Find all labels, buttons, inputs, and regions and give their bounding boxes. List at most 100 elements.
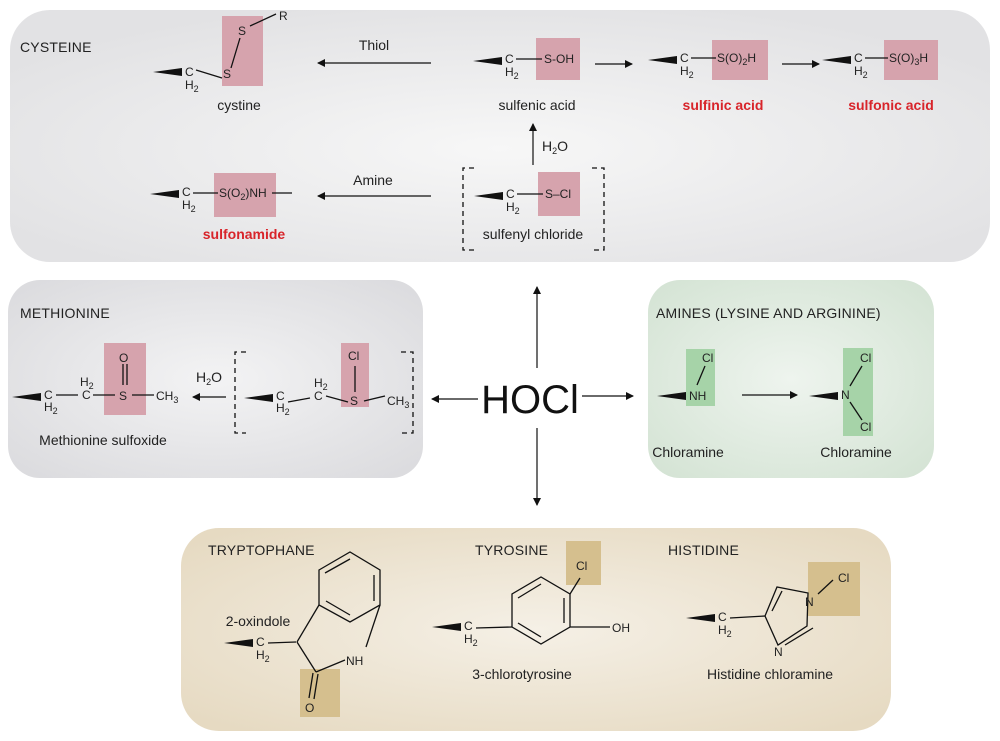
cystine-structure: C H2 S S R — [153, 9, 288, 94]
svg-text:Cl: Cl — [838, 571, 849, 585]
svg-text:H2: H2 — [680, 64, 694, 80]
sulfenic-acid-label: sulfenic acid — [498, 97, 575, 113]
sulfonamide-structure: C H2 S(O2)NH — [150, 173, 292, 217]
histidine-chloramine-structure: N N Cl C H2 — [686, 562, 860, 659]
oxindole-label: 2-oxindole — [226, 613, 291, 629]
sulfonic-acid-structure: C H2 S(O)3H — [822, 40, 938, 80]
svg-text:C: C — [718, 610, 727, 624]
cystine-highlight — [222, 16, 263, 86]
chlorotyrosine-highlight — [566, 541, 601, 585]
sulfinic-acid-label: sulfinic acid — [683, 97, 764, 113]
svg-text:H2: H2 — [854, 64, 868, 80]
wedge-bond — [809, 392, 838, 400]
wedge-bond — [686, 614, 715, 622]
svg-text:H2: H2 — [185, 78, 199, 94]
svg-text:O: O — [119, 351, 128, 365]
sulfoxide-highlight — [104, 343, 146, 415]
svg-text:OH: OH — [612, 621, 630, 635]
svg-text:S: S — [350, 394, 358, 408]
wedge-bond — [474, 192, 503, 200]
methionine-sulfoxide-structure: C H2 H2 C S O CH3 — [12, 343, 178, 416]
svg-text:C: C — [854, 51, 863, 65]
sulfonic-acid-label: sulfonic acid — [848, 97, 934, 113]
amine-label: Amine — [353, 172, 393, 188]
svg-text:C: C — [44, 388, 53, 402]
chlorotyrosine-label: 3-chlorotyrosine — [472, 666, 572, 682]
svg-text:C: C — [82, 388, 91, 402]
svg-text:H2: H2 — [182, 198, 196, 214]
oxindole-structure: NH O C H2 — [224, 551, 381, 717]
sulfenyl-chloride-label: sulfenyl chloride — [483, 226, 584, 242]
svg-text:H2: H2 — [506, 200, 520, 216]
monochloramine-structure: NH Cl — [657, 349, 715, 406]
svg-text:N: N — [841, 388, 850, 402]
svg-text:S(O)2H: S(O)2H — [717, 51, 756, 67]
wedge-bond — [657, 392, 686, 400]
dichloramine-highlight — [843, 348, 873, 436]
chlorosulfonium-structure: C H2 H2 C S Cl CH3 — [244, 343, 409, 417]
wedge-bond — [648, 56, 677, 64]
sulfenyl-bracket-right — [592, 167, 605, 251]
svg-text:C: C — [464, 619, 473, 633]
water-label-cysteine: H2O — [542, 138, 568, 156]
svg-text:S: S — [223, 67, 231, 81]
wedge-bond — [244, 394, 273, 402]
svg-text:C: C — [256, 635, 265, 649]
methionine-bracket-right — [401, 351, 414, 434]
hocl-label: HOCl — [481, 378, 579, 422]
wedge-bond — [224, 639, 253, 647]
svg-text:H2: H2 — [314, 376, 328, 392]
svg-text:NH: NH — [689, 389, 706, 403]
amines-title: AMINES (LYSINE AND ARGININE) — [656, 305, 881, 321]
svg-text:N: N — [805, 595, 814, 609]
svg-text:S(O)3H: S(O)3H — [889, 51, 928, 67]
svg-text:S–Cl: S–Cl — [545, 187, 571, 201]
wedge-bond — [12, 393, 41, 401]
svg-text:H2: H2 — [276, 401, 290, 417]
cysteine-panel — [10, 10, 990, 262]
svg-text:Cl: Cl — [576, 559, 587, 573]
sulfenyl-highlight — [538, 172, 580, 216]
methionine-panel — [8, 280, 423, 478]
chloramine-label-2: Chloramine — [820, 444, 892, 460]
tryptophane-title: TRYPTOPHANE — [208, 542, 315, 558]
svg-text:C: C — [276, 389, 285, 403]
sulfenic-acid-structure: C H2 S-OH — [473, 38, 580, 81]
histidine-chloramine-label: Histidine chloramine — [707, 666, 833, 682]
thiol-label: Thiol — [359, 37, 389, 53]
svg-text:S(O2)NH: S(O2)NH — [219, 186, 267, 202]
aromatic-panel — [181, 528, 891, 731]
svg-text:Cl: Cl — [860, 420, 871, 434]
chloramine-label-1: Chloramine — [652, 444, 724, 460]
cysteine-title: CYSTEINE — [20, 39, 92, 55]
svg-text:C: C — [505, 52, 514, 66]
sulfenyl-chloride-structure: C H2 S–Cl — [474, 172, 580, 216]
methionine-title: METHIONINE — [20, 305, 110, 321]
cystine-label: cystine — [217, 97, 261, 113]
svg-text:R: R — [279, 9, 288, 23]
sulfonamide-label: sulfonamide — [203, 226, 286, 242]
svg-text:Cl: Cl — [348, 349, 359, 363]
svg-text:C: C — [506, 187, 515, 201]
svg-text:Cl: Cl — [702, 351, 713, 365]
svg-text:H2: H2 — [464, 632, 478, 648]
sulfonamide-highlight — [214, 173, 276, 217]
svg-text:N: N — [774, 645, 783, 659]
histidine-title: HISTIDINE — [668, 542, 739, 558]
svg-text:H2: H2 — [505, 65, 519, 81]
svg-text:H2: H2 — [80, 375, 94, 391]
svg-text:H2: H2 — [44, 400, 58, 416]
wedge-bond — [822, 56, 851, 64]
oxindole-highlight — [300, 669, 340, 717]
svg-text:CH3: CH3 — [156, 389, 178, 405]
svg-text:CH3: CH3 — [387, 394, 409, 410]
wedge-bond — [473, 57, 502, 65]
tyrosine-title: TYROSINE — [475, 542, 548, 558]
svg-text:C: C — [182, 185, 191, 199]
svg-text:NH: NH — [346, 654, 363, 668]
methionine-sulfoxide-label: Methionine sulfoxide — [39, 432, 167, 448]
svg-text:O: O — [305, 701, 314, 715]
svg-text:C: C — [314, 389, 323, 403]
chlorotyrosine-structure: Cl OH C H2 — [432, 541, 630, 648]
histidine-highlight — [808, 562, 860, 616]
